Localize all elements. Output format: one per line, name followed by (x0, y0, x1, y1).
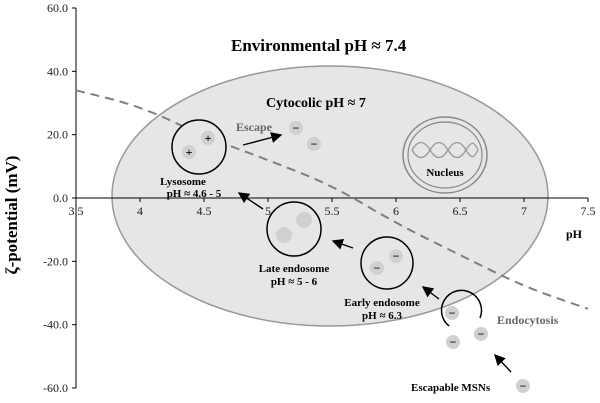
escaped-minus-2: − (311, 137, 318, 151)
early-endosome: − − Early endosome pH ≈ 6.3 (331, 236, 420, 322)
x-tick-label: 3.5 (69, 204, 84, 218)
early-endosome-membrane (360, 236, 414, 290)
axes: 60.0 40.0 20.0 0.0 -20.0 -40.0 -60.0 3.5 4 4.5 5 5… (43, 1, 596, 395)
particle-early-1 (370, 261, 384, 275)
endocytosis-label: Endocytosis (497, 313, 559, 327)
x-tick-label: 4.5 (197, 204, 212, 218)
endocytosis: − Endocytosis − − (421, 286, 559, 349)
lysosome-ph-label: pH ≈ 4.6 - 5 (167, 188, 222, 200)
escape-group: Escape − − (236, 120, 321, 151)
y-tick-label: -60.0 (43, 381, 68, 395)
early-endosome-ph-label: pH ≈ 6.3 (362, 310, 402, 322)
particle-lyso-2 (201, 131, 215, 145)
outside-minus-2: − (450, 335, 457, 349)
msn-minus: − (520, 379, 527, 393)
y-axis-title: ζ-potential (mV) (2, 156, 21, 275)
particle-late-2 (296, 212, 312, 228)
outside-minus-1: − (478, 327, 485, 341)
x-tick-label: 5 (265, 204, 271, 218)
arrow-early-to-late (331, 238, 354, 250)
x-tick-label: 5.5 (325, 204, 340, 218)
x-tick-label: 4 (137, 204, 143, 218)
late-endosome-label: Late endosome (259, 263, 330, 275)
late-endosome: Late endosome pH ≈ 5 - 6 (237, 192, 330, 288)
early-minus-1: − (374, 261, 381, 275)
particle-lyso-1 (182, 145, 196, 159)
y-tick-label: 0.0 (53, 191, 68, 205)
y-tick-label: -40.0 (43, 318, 68, 332)
arrow-late-to-lyso (237, 192, 264, 210)
msn-arrow (494, 353, 512, 373)
y-tick-label: -20.0 (43, 254, 68, 268)
plus-sign-2: + (205, 131, 212, 145)
y-tick-labels: 60.0 40.0 20.0 0.0 -20.0 -40.0 -60.0 (43, 1, 76, 395)
lysosome-membrane (171, 119, 227, 175)
x-tick-label: 6 (393, 204, 399, 218)
arrow-endocytosis (421, 286, 440, 300)
lysosome-label: Lysosome (160, 176, 206, 188)
early-minus-2: − (393, 249, 400, 263)
y-tick-label: 40.0 (47, 64, 68, 78)
outside-particle-2 (446, 335, 460, 349)
outside-particle-1 (474, 327, 488, 341)
particle-early-2 (389, 249, 403, 263)
msn-legend: Escapable MSNs − (411, 353, 530, 394)
escaped-minus-1: − (293, 121, 300, 135)
particle-late-1 (276, 227, 292, 243)
nucleus: Nucleus (402, 116, 488, 194)
escaped-particle-1 (289, 121, 303, 135)
particle-pit (445, 306, 459, 320)
x-tick-labels: 3.5 4 4.5 5 5.5 6 6.5 7 7.5 (69, 198, 596, 218)
nucleus-inner (407, 121, 483, 189)
cytosolic-label: Cytocolic pH ≈ 7 (266, 96, 366, 111)
msn-label: Escapable MSNs (411, 382, 491, 394)
x-tick-label: 7.5 (581, 204, 596, 218)
x-axis-title: pH (566, 227, 583, 241)
escape-label: Escape (236, 120, 273, 134)
y-tick-label: 20.0 (47, 128, 68, 142)
y-tick-label: 60.0 (47, 1, 68, 15)
plus-sign-1: + (186, 145, 193, 159)
escaped-particle-2 (307, 137, 321, 151)
x-tick-label: 7 (521, 204, 527, 218)
late-endosome-ph-label: pH ≈ 5 - 6 (271, 276, 318, 288)
msn-particle (516, 379, 530, 393)
zeta-curve (75, 89, 589, 310)
escape-arrow (242, 132, 283, 146)
x-tick-label: 6.5 (453, 204, 468, 218)
endocytic-pit (440, 289, 483, 327)
late-endosome-membrane (266, 201, 322, 257)
early-endosome-label: Early endosome (344, 297, 420, 309)
lysosome: + + Lysosome pH ≈ 4.6 - 5 (160, 119, 227, 200)
chart-title: Environmental pH ≈ 7.4 (231, 36, 407, 55)
dna-strand-2 (411, 141, 479, 159)
nucleus-label: Nucleus (426, 167, 464, 179)
pit-minus: − (449, 306, 456, 320)
